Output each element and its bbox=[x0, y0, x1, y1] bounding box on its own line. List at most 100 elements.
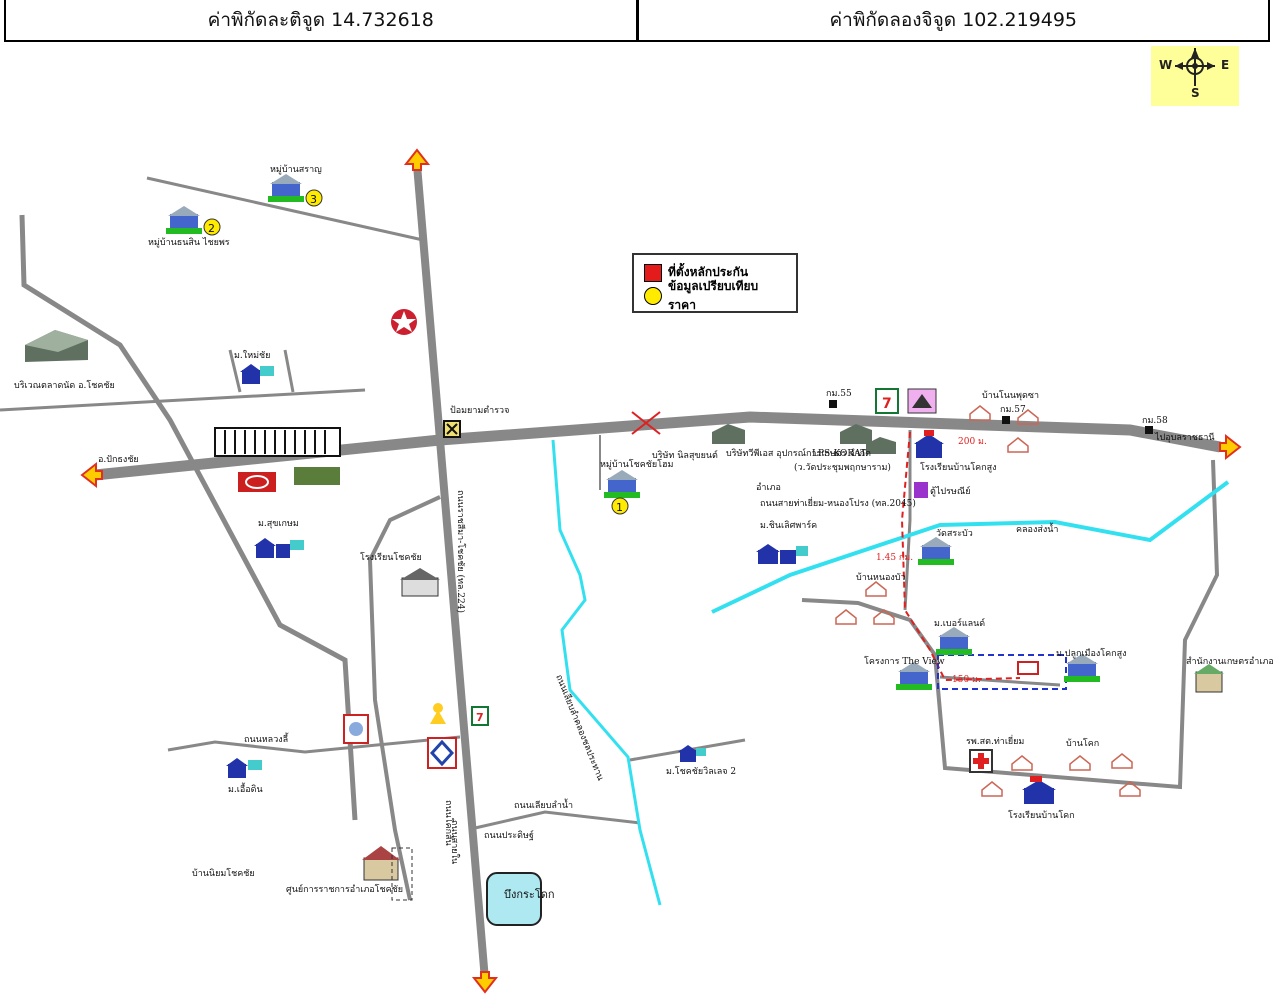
komet-shop-label: บริษัทวีพีเอส อุปกรณ์การเกษตร จำกัด bbox=[726, 447, 871, 459]
pond-label: บึงกระโดก bbox=[504, 887, 555, 901]
highway-name-label: ถนนราชสีมา-โชคชัย (ทล.224) bbox=[455, 490, 466, 613]
village-2-icon bbox=[166, 206, 202, 234]
comparable-3-marker bbox=[305, 189, 323, 207]
road-a-label: ถนนหลวงลี้ bbox=[244, 732, 289, 745]
the-view-label: โครงการ The View bbox=[864, 656, 945, 667]
road-crossing-west bbox=[0, 388, 366, 412]
lotus-logo-icon bbox=[294, 467, 340, 485]
house-outlines bbox=[835, 405, 1141, 797]
market-warehouse-icon bbox=[25, 330, 88, 362]
office-building-icon bbox=[1194, 664, 1224, 693]
canal-label: คลองส่งน้ำ bbox=[1016, 522, 1058, 535]
km57-label: กม.57 bbox=[1000, 405, 1026, 415]
office-right-label: สำนักงานเกษตรอำเภอ bbox=[1186, 656, 1273, 667]
dist-145km-label: 1.45 กม. bbox=[876, 553, 913, 563]
temple-b-label: วัดสระบัว bbox=[936, 529, 973, 539]
house-a-label: บ้านหนองบัว bbox=[856, 572, 906, 583]
school-ban-label: โรงเรียนบ้านโคกสูง bbox=[920, 462, 997, 473]
compass-west: W bbox=[1159, 58, 1173, 72]
village-3-icon bbox=[268, 174, 304, 202]
km-marker-label: กม.58 bbox=[1142, 416, 1168, 426]
mu-chinlert-icon bbox=[756, 544, 808, 564]
road-west-long bbox=[19, 214, 358, 821]
road-the-view bbox=[939, 675, 1061, 687]
village-canal-icon bbox=[918, 537, 954, 565]
highway-north-south bbox=[413, 164, 489, 981]
road-e-label: ถนนเลียบลำคลองชลประทาน bbox=[553, 673, 606, 782]
house-left-label: บ้านนิยมโชคชัย bbox=[192, 868, 255, 879]
canal bbox=[711, 480, 1230, 614]
post-label: ตู้ไปรษณีย์ bbox=[930, 485, 970, 497]
mu-pluk-label: ม.ปลูกเมืองโคกสูง bbox=[1056, 648, 1126, 659]
hospital-label: รพ.สต.ท่าเยี่ยม bbox=[966, 734, 1024, 747]
office-emblem-icon bbox=[343, 714, 369, 744]
road-school bbox=[367, 495, 441, 901]
pond-icon bbox=[486, 872, 542, 926]
school-ban-icon bbox=[914, 430, 944, 458]
mu-right2-label: ม.โชคชัยวิลเลจ 2 bbox=[666, 766, 736, 777]
the-view-icon bbox=[896, 662, 932, 690]
road-d-label: ถนนโคกสั่น bbox=[443, 800, 456, 846]
road-south-west bbox=[167, 735, 461, 754]
latitude-cell: ค่าพิกัดละติจูด 14.732618 bbox=[207, 9, 434, 31]
arrow-west-icon bbox=[80, 461, 103, 489]
subject-house-icon bbox=[1017, 661, 1039, 675]
govt-centre-label: ศูนย์การราชการอำเภอโชคชัย bbox=[286, 883, 403, 895]
road-north-diag bbox=[146, 176, 424, 242]
river bbox=[551, 439, 662, 906]
svg-text:7: 7 bbox=[882, 396, 892, 412]
subject-swatch-icon bbox=[644, 263, 662, 282]
compass-star-icon bbox=[1175, 48, 1215, 86]
post-box-icon bbox=[914, 482, 928, 498]
legend-comparables-label: ข้อมูลเปรียบเทียบราคา bbox=[667, 278, 759, 312]
road-east-loop bbox=[801, 459, 1220, 790]
mu-pluk-icon bbox=[1064, 654, 1100, 682]
factory-1-icon bbox=[712, 424, 745, 444]
school-b-label: โรงเรียนบ้านโคก bbox=[1008, 810, 1075, 821]
tollgate-icon bbox=[214, 427, 341, 457]
arrow-east-icon bbox=[1219, 433, 1242, 461]
svg-text:7: 7 bbox=[476, 711, 484, 724]
mu-bannmai-icon bbox=[240, 364, 274, 384]
village2-label: หมู่บ้านธนสิน ไชยพร bbox=[148, 237, 230, 248]
direction-arrows bbox=[80, 148, 1242, 994]
school-building-icon bbox=[400, 568, 440, 597]
govt-centre-icon bbox=[362, 846, 400, 881]
village-icons bbox=[166, 174, 1100, 804]
village-1-icon bbox=[604, 470, 640, 498]
dist-200m-label: 200 ม. bbox=[958, 437, 987, 447]
govt-centre-outline bbox=[391, 847, 413, 901]
grid-km-label: ถนนสายท่าเยี่ยม-หนองโปรง (ทล.2045) bbox=[760, 496, 916, 509]
route-to-subject bbox=[900, 431, 1021, 682]
dist-150m-label: 150 ม. bbox=[952, 675, 981, 685]
waterways bbox=[551, 439, 1230, 906]
legend-subject-label: ที่ตั้งหลักประกัน bbox=[668, 265, 749, 279]
village3-label: หมู่บ้านสราญ bbox=[270, 164, 322, 175]
legend-row-comparables: ข้อมูลเปรียบเทียบราคา bbox=[644, 279, 786, 312]
hospital-cross-icon bbox=[969, 749, 993, 773]
road-c-label: ถนนประดิษฐ์ bbox=[484, 829, 534, 841]
road-f-label: ถนนสายใน bbox=[449, 820, 460, 864]
svg-text:1: 1 bbox=[616, 501, 623, 514]
factory-2-icon bbox=[840, 424, 896, 454]
village-north-label: บ้านโนนพุดซา bbox=[982, 390, 1039, 401]
komet-area-label: (ว.วัดประชุมพฤกษาราม) bbox=[794, 462, 891, 473]
compass-rose: W E S bbox=[1151, 46, 1239, 106]
mu-chinlert-label: ม.ชินเลิศพาร์ค bbox=[760, 519, 817, 531]
temple-icon bbox=[907, 388, 937, 414]
compass-east: E bbox=[1221, 58, 1230, 72]
comparable-1-marker bbox=[611, 497, 629, 515]
junction-marker-icon bbox=[443, 420, 461, 438]
mu-sukkasem-icon bbox=[254, 538, 304, 558]
gold-emblem-icon bbox=[430, 703, 446, 724]
comparable-2-marker bbox=[203, 218, 221, 236]
dest-east-label: ไปอุบลราชธานี bbox=[1154, 432, 1215, 443]
dest-west-label: อ.ปักธงชัย bbox=[98, 455, 139, 465]
comparable-markers: 3 2 1 bbox=[203, 189, 629, 515]
mu-cherd-label: ม.เบอร์แลนด์ bbox=[934, 617, 985, 629]
seven-eleven-south-icon: 7 bbox=[471, 706, 489, 726]
road-network bbox=[0, 164, 1222, 981]
school-b-icon bbox=[1022, 776, 1056, 804]
junction-police-label: ป้อมยามตำรวจ bbox=[450, 405, 509, 416]
